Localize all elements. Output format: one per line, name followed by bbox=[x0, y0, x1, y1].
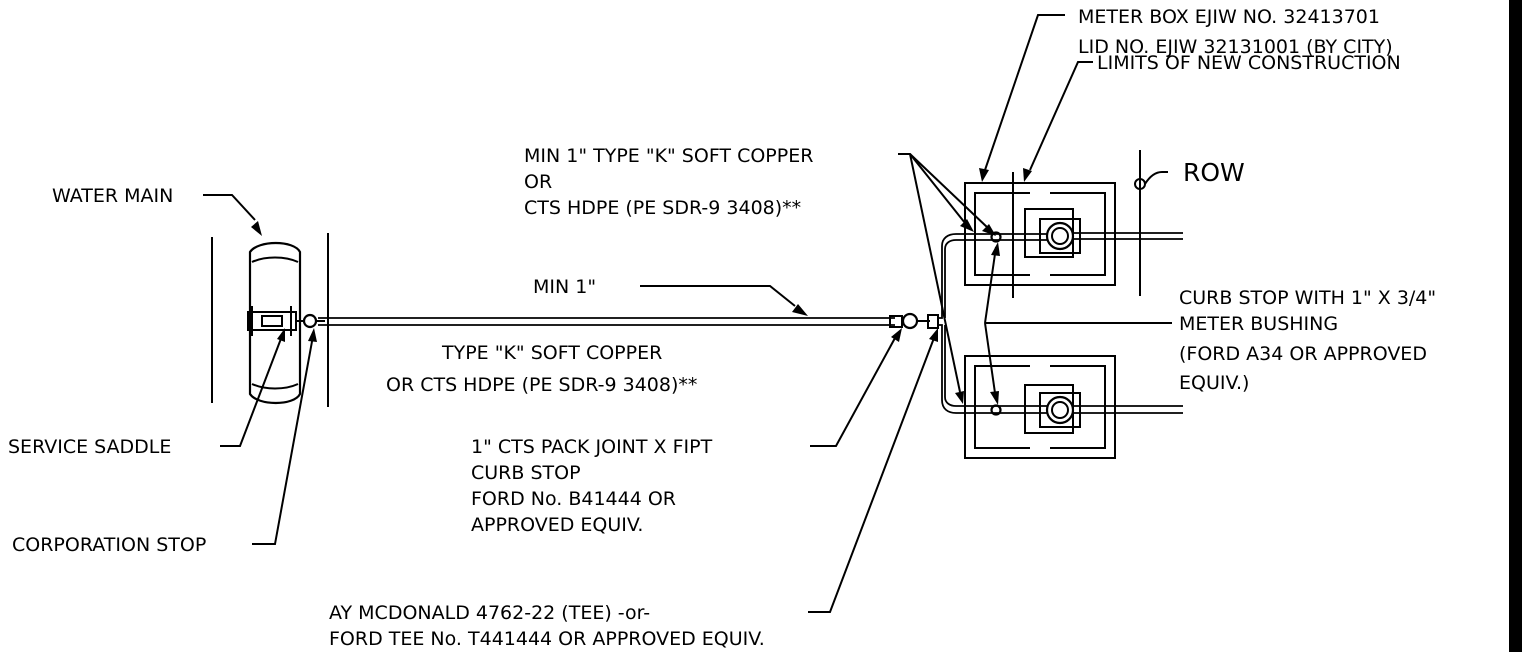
tee-label-line1: AY MCDONALD 4762-22 (TEE) -or- bbox=[329, 602, 650, 624]
copper-top-label-line1: MIN 1" TYPE "K" SOFT COPPER bbox=[524, 145, 813, 167]
pack-joint-label-line1: 1" CTS PACK JOINT X FIPT bbox=[471, 436, 713, 458]
pack-joint-label-line2: CURB STOP bbox=[471, 462, 581, 484]
meter-box-label-line2: LID NO. EJIW 32131001 (BY CITY) bbox=[1078, 36, 1393, 58]
page-edge-bar bbox=[1509, 0, 1522, 652]
tee-and-branches bbox=[938, 233, 985, 414]
meter-box-label-line1: METER BOX EJIW NO. 32413701 bbox=[1078, 6, 1380, 28]
row-label: ROW bbox=[1183, 158, 1245, 187]
copper-top-label-line2: OR bbox=[524, 171, 552, 193]
pipe-material-label-line2: OR CTS HDPE (PE SDR-9 3408)** bbox=[386, 374, 697, 396]
water-main-pipe bbox=[211, 233, 329, 407]
copper-top-label-line3: CTS HDPE (PE SDR-9 3408)** bbox=[524, 197, 801, 219]
curb-stop-bushing-label-line4: EQUIV.) bbox=[1179, 372, 1249, 394]
corporation-stop-label: CORPORATION STOP bbox=[12, 534, 206, 556]
service-saddle bbox=[247, 306, 297, 336]
tee-label-line2: FORD TEE No. T441444 OR APPROVED EQUIV. bbox=[329, 628, 765, 650]
leader-lines bbox=[203, 14, 1172, 613]
pack-joint-label-line4: APPROVED EQUIV. bbox=[471, 514, 643, 536]
pack-joint-label-line3: FORD No. B41444 OR bbox=[471, 488, 676, 510]
curb-stop-bushing-label-line2: METER BUSHING bbox=[1179, 313, 1338, 335]
service-line bbox=[318, 312, 939, 330]
meter-box-lower bbox=[964, 355, 1183, 459]
limits-of-new-construction-label: LIMITS OF NEW CONSTRUCTION bbox=[1097, 52, 1401, 74]
service-saddle-label: SERVICE SADDLE bbox=[8, 436, 171, 458]
meter-box-upper bbox=[964, 182, 1183, 286]
row-centerline-symbol bbox=[1134, 171, 1168, 190]
pipe-material-label-line1: TYPE "K" SOFT COPPER bbox=[441, 342, 662, 364]
water-main-label: WATER MAIN bbox=[52, 185, 173, 207]
curb-stop-bushing-label-line3: (FORD A34 OR APPROVED bbox=[1179, 343, 1427, 365]
curb-stop-bushing-label-line1: CURB STOP WITH 1" X 3/4" bbox=[1179, 287, 1436, 309]
min-1-label: MIN 1" bbox=[533, 276, 596, 298]
corporation-stop bbox=[296, 313, 325, 329]
